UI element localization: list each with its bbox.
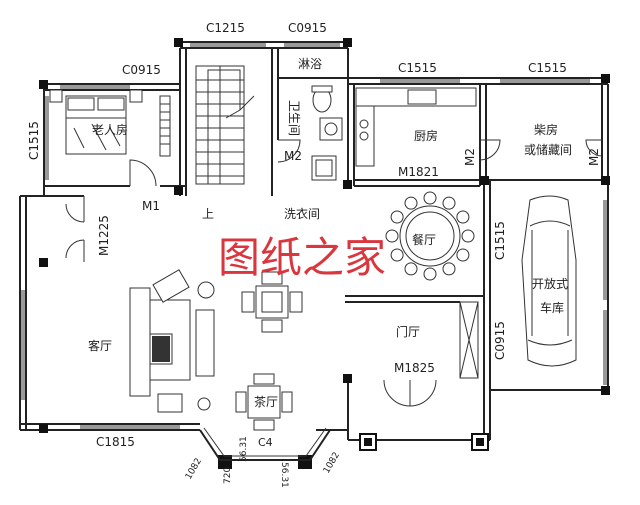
stair-up-label: 上	[202, 207, 214, 221]
room-label-laundry: 洗衣间	[284, 206, 320, 221]
room-labels: 淋浴 卫生间 老人房 厨房 柴房 或储藏间 洗衣间 餐厅 客厅 门厅 茶厅 开放…	[88, 57, 572, 409]
window-label-c0915-top: C0915	[288, 21, 327, 35]
dining-chair	[423, 191, 437, 205]
staircase	[159, 65, 255, 185]
doors	[65, 139, 603, 407]
room-label-tea: 茶厅	[254, 394, 278, 409]
dining-chair	[456, 248, 470, 262]
window-label-c1515-left: C1515	[27, 121, 41, 160]
structural-columns	[39, 38, 610, 469]
room-label-bathroom: 卫生间	[287, 100, 301, 136]
window-label-c1215: C1215	[206, 21, 245, 35]
window-label-c0915-bedroom: C0915	[122, 63, 161, 77]
room-label-shower: 淋浴	[298, 57, 322, 71]
door-label-m1: M1	[142, 199, 160, 213]
room-label-garage: 车库	[540, 300, 564, 315]
window-label-c4: C4	[258, 436, 273, 449]
window-label-c1515-garage: C1515	[493, 221, 507, 260]
bathroom-fixtures	[311, 85, 343, 181]
dining-chair	[456, 210, 470, 224]
room-label-elder-bedroom: 老人房	[92, 122, 128, 137]
room-label-foyer: 门厅	[396, 324, 420, 339]
bay-dim-5631-a: 56.31	[239, 436, 249, 462]
door-label-m2-bath: M2	[284, 149, 302, 163]
dining-table	[385, 191, 475, 281]
room-label-firewood: 柴房	[534, 122, 558, 137]
dimension-labels: C1215 C0915 C0915 C1515 C1515 C1515 C181…	[27, 21, 601, 488]
room-label-living: 客厅	[88, 338, 112, 353]
exterior-walls	[19, 41, 609, 441]
dining-chair	[404, 262, 418, 276]
windows	[21, 43, 607, 461]
door-label-m2-right: M2	[587, 148, 601, 166]
room-label-storage: 或储藏间	[524, 142, 572, 157]
square-table-set	[241, 271, 303, 333]
window-label-c0915-garage: C0915	[493, 321, 507, 360]
window-label-c1815: C1815	[96, 435, 135, 449]
room-label-dining: 餐厅	[412, 232, 436, 247]
bed	[49, 89, 143, 155]
room-label-garage-open: 开放式	[532, 276, 568, 291]
bay-dim-5631-b: 56.31	[279, 462, 289, 488]
dining-chair	[442, 262, 456, 276]
tea-table-set	[235, 373, 293, 431]
bay-dim-right: 1082	[322, 451, 342, 476]
watermark-text: 图纸之家	[218, 233, 386, 282]
door-label-m1821: M1821	[398, 165, 439, 179]
window-label-c1515-kitchen: C1515	[398, 61, 437, 75]
room-label-kitchen: 厨房	[414, 128, 438, 143]
door-label-m1225: M1225	[97, 215, 111, 256]
dining-chair	[385, 229, 399, 243]
dining-chair	[442, 196, 456, 210]
door-label-m1825: M1825	[394, 361, 435, 375]
car	[521, 195, 577, 367]
dining-chair	[390, 210, 404, 224]
dining-chair	[390, 248, 404, 262]
dining-chair	[404, 196, 418, 210]
window-label-c1515-storage: C1515	[528, 61, 567, 75]
bay-dim-720: 720	[223, 467, 233, 484]
foyer-glass-wall	[459, 301, 479, 379]
dining-chair	[423, 267, 437, 281]
dining-chair	[461, 229, 475, 243]
door-label-m2-storage: M2	[463, 148, 477, 166]
interior-walls	[44, 48, 602, 303]
kitchen-counter	[355, 87, 477, 167]
bay-dim-left: 1082	[184, 457, 204, 482]
sofa-set	[129, 269, 215, 413]
